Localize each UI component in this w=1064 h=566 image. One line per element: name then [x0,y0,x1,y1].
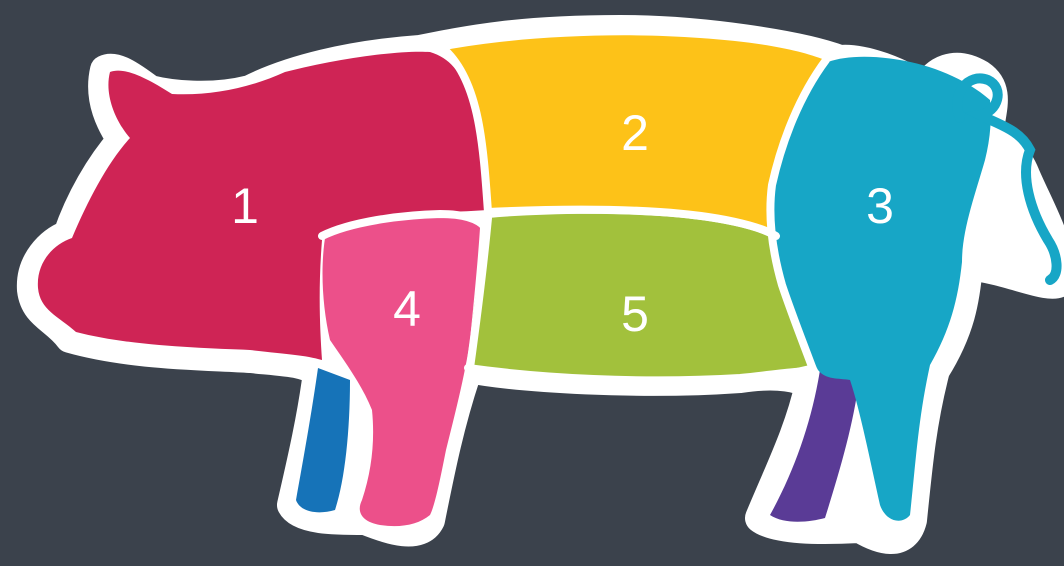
cut-label-3: 3 [866,178,894,234]
cut-label-4: 4 [393,281,421,337]
cut-label-2: 2 [621,105,649,161]
cut-label-5: 5 [621,286,649,342]
cut-label-1: 1 [231,178,259,234]
